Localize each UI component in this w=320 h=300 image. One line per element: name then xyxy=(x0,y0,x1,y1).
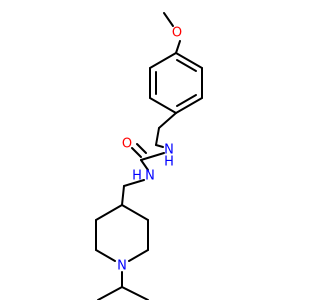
bond-ring-3 xyxy=(149,97,177,114)
molecule-structure: O O N H N H N xyxy=(95,12,203,300)
bond-ch2-ring xyxy=(121,185,125,206)
bond-ring-inner-2 xyxy=(176,94,197,107)
bond-carbonyl-nh xyxy=(140,159,149,171)
bond-ring-inner-3 xyxy=(176,59,197,72)
bond-aryl-ch2 xyxy=(158,112,177,129)
amide-nitrogen-lower-hydrogen: H xyxy=(132,169,142,184)
bond-isopropyl-methyl-2 xyxy=(121,286,149,300)
bond-carbonyl-double-a xyxy=(131,147,142,158)
bond-ch2-nh xyxy=(155,144,164,148)
bonds xyxy=(95,12,203,300)
methoxy-oxygen-label: O xyxy=(172,26,182,41)
bond-ring-6 xyxy=(175,52,203,69)
amide-nitrogen-upper-label: N xyxy=(164,143,174,158)
bond-nh-carbonyl xyxy=(140,152,165,161)
bond-ring-4 xyxy=(175,97,203,114)
bond-ch2-ch2 xyxy=(155,127,160,146)
bond-pip-3 xyxy=(128,249,149,262)
bond-methyl-o xyxy=(163,12,174,27)
carbonyl-oxygen-label: O xyxy=(122,137,132,152)
atom-labels: O O N H N H N xyxy=(117,26,182,274)
amide-nitrogen-upper-hydrogen: H xyxy=(164,155,174,170)
piperidine-nitrogen-label: N xyxy=(117,259,127,274)
bond-o-aryl xyxy=(175,40,181,54)
amide-nitrogen-lower-label: N xyxy=(145,169,155,184)
bond-isopropyl-methyl-1 xyxy=(97,286,123,300)
bond-pip-6 xyxy=(95,204,123,221)
bond-nh-ch2 xyxy=(123,179,145,187)
bond-carbonyl-double-b xyxy=(136,143,147,154)
bond-ring-1 xyxy=(149,52,177,69)
bond-pip-4 xyxy=(95,249,116,262)
bond-pip-1 xyxy=(121,204,149,221)
